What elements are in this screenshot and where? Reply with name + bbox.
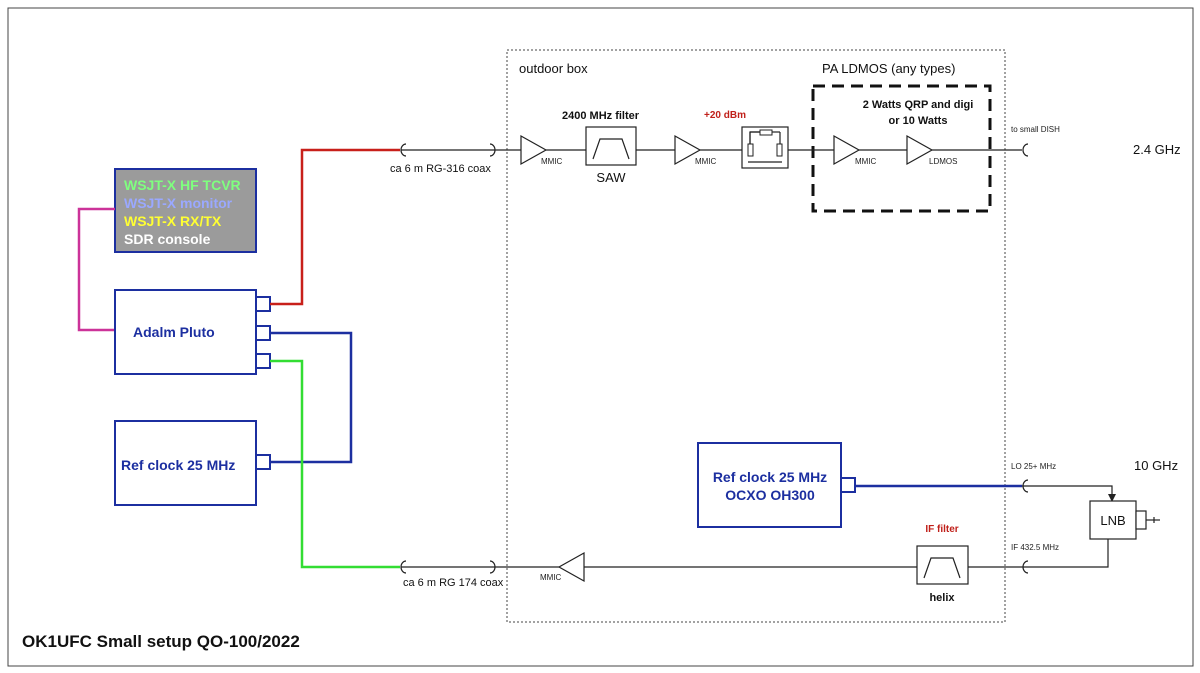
usb-cable xyxy=(77,207,115,332)
rx-coax-connector-right xyxy=(489,560,496,574)
mmic-2 xyxy=(674,134,702,166)
pluto-label: Adalm Pluto xyxy=(133,324,215,340)
if-filter-box xyxy=(916,545,969,585)
dish-connector xyxy=(1022,143,1029,157)
mmic-rx xyxy=(557,551,585,583)
if-filter-symbol xyxy=(923,557,961,579)
refclock-right-box xyxy=(697,442,842,528)
software-line-4: SDR console xyxy=(124,231,211,247)
attenuator-resistor-top xyxy=(759,129,773,136)
ldmos-label: LDMOS xyxy=(929,157,957,166)
refclock-left-label: Ref clock 25 MHz xyxy=(121,457,235,473)
diagram-title: OK1UFC Small setup QO-100/2022 xyxy=(22,632,300,651)
tx-cable xyxy=(270,148,400,306)
if-connector xyxy=(1022,560,1029,574)
mmic-2-label: MMIC xyxy=(695,157,717,166)
band-10-label: 10 GHz xyxy=(1134,458,1178,473)
outdoor-box-label: outdoor box xyxy=(519,61,588,76)
lnb-feed xyxy=(1135,510,1147,530)
coax-rx-label: ca 6 m RG 174 coax xyxy=(403,577,504,589)
refclock-right-line2: OCXO OH300 xyxy=(725,487,815,503)
filter-2400-label: 2400 MHz filter xyxy=(562,110,640,122)
software-line-1: WSJT-X HF TCVR xyxy=(124,177,241,193)
lo-label: LO 25+ MHz xyxy=(1011,462,1056,471)
software-line-3: WSJT-X RX/TX xyxy=(124,213,222,229)
refclock-right-line1: Ref clock 25 MHz xyxy=(713,469,827,485)
pa-power-line1: 2 Watts QRP and digi xyxy=(863,99,974,111)
mmic-rx-label: MMIC xyxy=(540,573,562,582)
ref-cable-left xyxy=(270,331,353,464)
if-filter-label: IF filter xyxy=(925,524,958,535)
attenuator-resistor-left xyxy=(747,143,754,157)
rx-cable xyxy=(270,359,400,569)
pa-box xyxy=(811,84,992,213)
saw-filter-symbol xyxy=(592,138,630,160)
refclock-right-port xyxy=(840,477,856,493)
lo-arrow xyxy=(1108,494,1116,502)
to-dish-label: to small DISH xyxy=(1011,125,1060,134)
lnb-label: LNB xyxy=(1100,513,1125,528)
coax-tx-label: ca 6 m RG-316 coax xyxy=(390,163,491,175)
lo-line-to-lnb xyxy=(1022,485,1113,500)
pa-label: PA LDMOS (any types) xyxy=(822,61,955,76)
pluto-port-ref xyxy=(255,325,271,341)
mmic-3 xyxy=(833,134,861,166)
refclock-left-port xyxy=(255,454,271,470)
if-line-from-lnb xyxy=(1022,539,1109,568)
attenuator-resistor-right xyxy=(776,143,783,157)
mmic-1 xyxy=(520,134,548,166)
saw-label: SAW xyxy=(596,170,626,185)
ldmos-amp xyxy=(906,134,934,166)
power-label: +20 dBm xyxy=(704,110,746,121)
mmic-3-label: MMIC xyxy=(855,157,877,166)
software-box xyxy=(114,168,257,253)
band-24-label: 2.4 GHz xyxy=(1133,142,1181,157)
if-freq-label: IF 432.5 MHz xyxy=(1011,543,1059,552)
pa-power-line2: or 10 Watts xyxy=(889,115,948,127)
pluto-port-rx xyxy=(255,353,271,369)
mmic-1-label: MMIC xyxy=(541,157,563,166)
helix-label: helix xyxy=(929,592,955,604)
refclock-left-box xyxy=(114,420,257,506)
outdoor-box xyxy=(506,49,1006,623)
software-line-2: WSJT-X monitor xyxy=(124,195,233,211)
saw-filter xyxy=(585,126,637,166)
pluto-port-tx xyxy=(255,296,271,312)
diagram-frame xyxy=(7,7,1194,667)
